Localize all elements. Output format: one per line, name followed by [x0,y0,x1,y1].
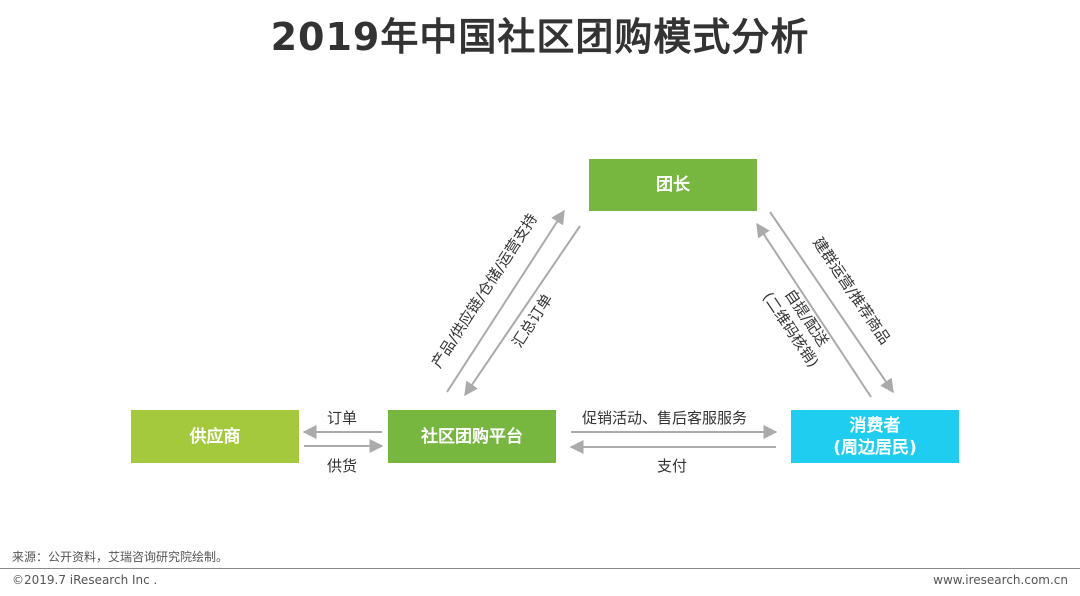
node-leader: 团长 [589,159,757,211]
label-supply: 供货 [327,457,358,475]
label-promo: 促销活动、售后客服服务 [582,409,748,427]
node-platform-label: 社区团购平台 [421,426,523,447]
arrow-pickup-to-leader [756,222,872,398]
node-supplier: 供应商 [131,410,299,463]
page-title: 2019年中国社区团购模式分析 [270,15,810,59]
website: www.iresearch.com.cn [933,573,1068,587]
arrow-group-to-consumer [769,211,894,394]
node-leader-label: 团长 [656,175,690,195]
node-supplier-label: 供应商 [189,426,241,447]
copyright: ©2019.7 iResearch Inc . [12,573,158,587]
arrow-orders-to-platform [464,225,581,397]
label-pay: 支付 [657,457,688,475]
arrow-support-to-leader [446,209,565,393]
node-consumer-label-1: 消费者 [849,415,901,436]
node-platform: 社区团购平台 [388,410,556,463]
label-order: 订单 [327,409,358,427]
node-consumer-label-2: (周边居民) [833,437,917,458]
node-consumer: 消费者 (周边居民) [791,410,959,463]
source-note: 来源：公开资料，艾瑞咨询研究院绘制。 [12,550,229,564]
footer-divider [0,568,1080,569]
